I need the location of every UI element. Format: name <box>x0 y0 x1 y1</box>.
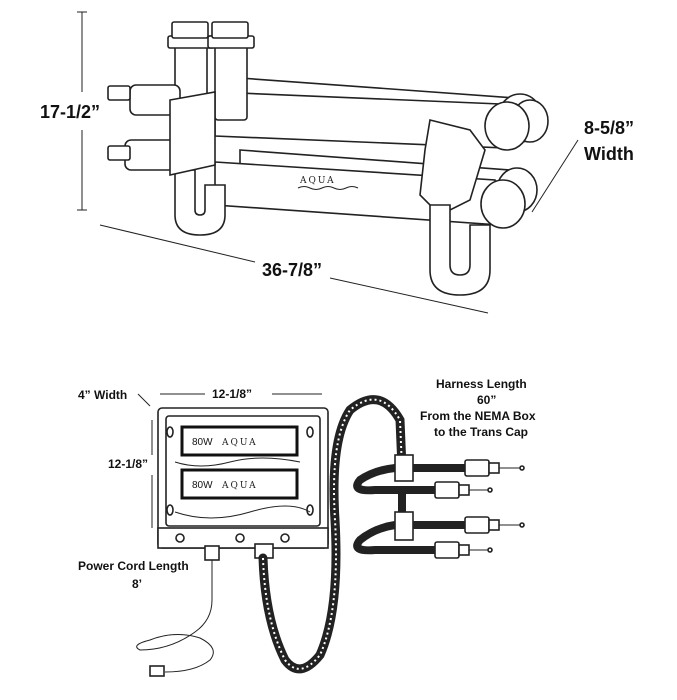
harness-connector-upper <box>353 454 465 495</box>
left-manifold <box>107 21 255 236</box>
nema-box-inner-wiring <box>174 457 311 519</box>
harness-label-line3: From the NEMA Box <box>420 409 536 423</box>
lamp-plug-1 <box>464 459 525 477</box>
lamp-ballast-2: 80W AQUA <box>180 468 299 500</box>
harness-label-line2: 60” <box>477 393 496 407</box>
lamp-ballast-1-label: 80W <box>192 437 213 448</box>
width-dimension-label: Width <box>584 144 634 164</box>
length-dimension-label: 36-7/8” <box>262 260 322 280</box>
nema-box-height-label: 12-1/8” <box>108 457 148 471</box>
right-x-connector <box>419 119 486 216</box>
lamp-ballast-2-brand: AQUA <box>221 481 258 491</box>
harness-connector-lower <box>353 490 465 555</box>
width-dimension-line <box>531 139 579 213</box>
lamp-plug-3 <box>464 516 525 534</box>
top-brand-logo: AQUA <box>299 176 336 186</box>
top-brand-wave <box>297 186 359 190</box>
nema-box-depth-line <box>137 393 151 407</box>
height-dimension-label: 17-1/2” <box>40 102 100 122</box>
lamp-plug-4 <box>434 541 493 559</box>
lamp-plug-2 <box>434 481 493 499</box>
uv-sterilizer-assembly: 17-1/2” 36-7/8” 8-5/8” Width <box>40 11 634 314</box>
lamp-ballast-1: 80W AQUA <box>180 425 299 457</box>
power-cord <box>136 545 220 677</box>
length-dimension-line <box>99 224 489 314</box>
harness-cable <box>254 395 407 674</box>
nema-box-assembly: 4” Width 12-1/8” 12-1/8” 80 <box>78 377 536 677</box>
height-dimension-line <box>77 11 87 211</box>
right-u-bend <box>429 204 491 296</box>
harness-label-line4: to the Trans Cap <box>434 425 528 439</box>
power-cord-label: Power Cord Length <box>78 559 189 573</box>
harness-label-line1: Harness Length <box>436 377 527 391</box>
width-dimension-value: 8-5/8” <box>584 118 634 138</box>
lamp-ballast-2-label: 80W <box>192 480 213 491</box>
nema-box-depth-label: 4” Width <box>78 388 127 402</box>
power-cord-value: 8’ <box>132 577 142 591</box>
nema-box-width-label: 12-1/8” <box>212 387 252 401</box>
lamp-ballast-1-brand: AQUA <box>221 438 258 448</box>
